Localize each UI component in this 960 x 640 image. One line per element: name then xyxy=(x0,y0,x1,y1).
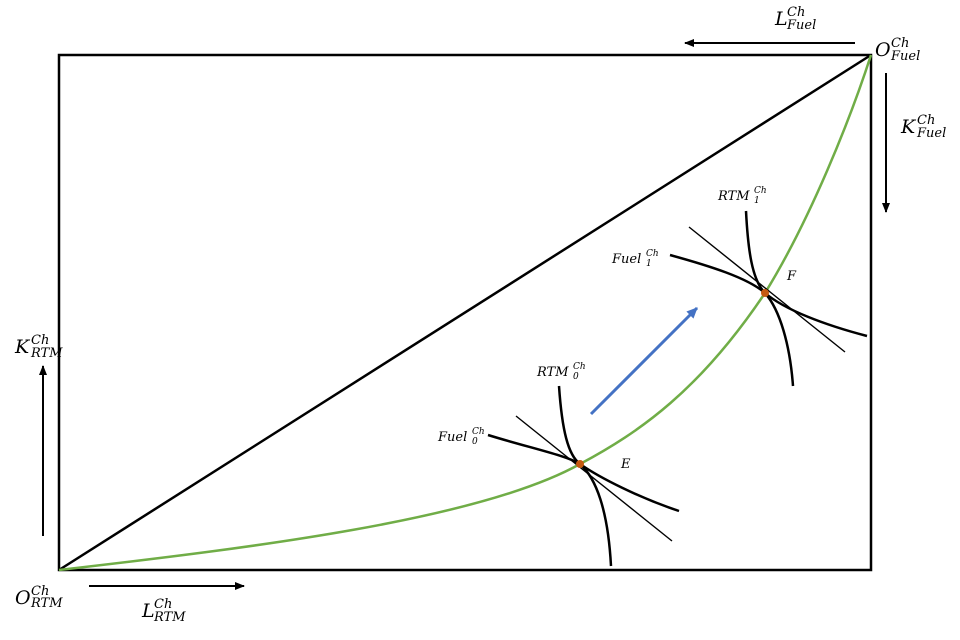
diagonal-line xyxy=(58,53,872,572)
svg-text:K: K xyxy=(14,336,31,358)
svg-text:0: 0 xyxy=(573,372,579,382)
l-fuel-label: L Ch Fuel xyxy=(774,5,816,33)
svg-text:Fuel: Fuel xyxy=(611,252,641,267)
fuel1-label: Fuel Ch 1 xyxy=(611,249,659,269)
tangent-line-e xyxy=(515,415,673,542)
svg-text:1: 1 xyxy=(754,196,760,206)
k-fuel-label: K Ch Fuel xyxy=(900,113,946,141)
svg-text:1: 1 xyxy=(646,259,652,269)
svg-text:Ch: Ch xyxy=(31,584,49,599)
svg-text:Ch: Ch xyxy=(917,113,935,128)
point-e-marker xyxy=(576,460,584,468)
svg-text:Ch: Ch xyxy=(31,333,49,348)
svg-text:Fuel: Fuel xyxy=(437,430,467,445)
svg-text:RTM: RTM xyxy=(30,346,63,361)
point-f-marker xyxy=(761,289,769,297)
svg-text:K: K xyxy=(900,116,917,138)
point-e-label: E xyxy=(620,457,631,472)
svg-text:Fuel: Fuel xyxy=(890,49,920,64)
svg-text:RTM: RTM xyxy=(153,610,186,625)
svg-text:0: 0 xyxy=(472,437,478,447)
contract-curve xyxy=(58,54,873,572)
svg-text:Ch: Ch xyxy=(646,249,659,259)
svg-text:L: L xyxy=(774,8,788,30)
svg-text:Fuel: Fuel xyxy=(916,126,946,141)
svg-text:RTM: RTM xyxy=(30,596,63,611)
isoquant-rtm0 xyxy=(557,385,613,567)
isoquant-rtm1 xyxy=(744,210,795,387)
svg-text:Ch: Ch xyxy=(754,186,767,196)
isoquant-fuel1 xyxy=(669,253,868,338)
svg-text:Ch: Ch xyxy=(472,427,485,437)
tangent-line-f xyxy=(688,226,846,353)
svg-text:Ch: Ch xyxy=(891,36,909,51)
k-rtm-label: K Ch RTM xyxy=(14,333,63,361)
rtm0-label: RTM Ch 0 xyxy=(536,362,586,382)
svg-text:Ch: Ch xyxy=(787,5,805,20)
svg-text:Fuel: Fuel xyxy=(786,18,816,33)
rtm1-label: RTM Ch 1 xyxy=(717,186,767,206)
svg-text:L: L xyxy=(141,600,155,622)
point-f-label: F xyxy=(786,269,797,284)
svg-text:RTM: RTM xyxy=(717,189,750,204)
svg-text:RTM: RTM xyxy=(536,365,569,380)
svg-text:O: O xyxy=(15,587,31,609)
l-rtm-label: L Ch RTM xyxy=(141,597,186,625)
fuel0-label: Fuel Ch 0 xyxy=(437,427,485,447)
svg-text:Ch: Ch xyxy=(154,597,172,612)
movement-arrow xyxy=(589,306,699,416)
origin-rtm-label: O Ch RTM xyxy=(15,584,63,611)
svg-text:O: O xyxy=(875,39,891,61)
svg-text:Ch: Ch xyxy=(573,362,586,372)
origin-fuel-label: O Ch Fuel xyxy=(875,36,920,64)
edgeworth-box xyxy=(57,53,873,572)
isoquant-fuel0 xyxy=(487,433,680,513)
